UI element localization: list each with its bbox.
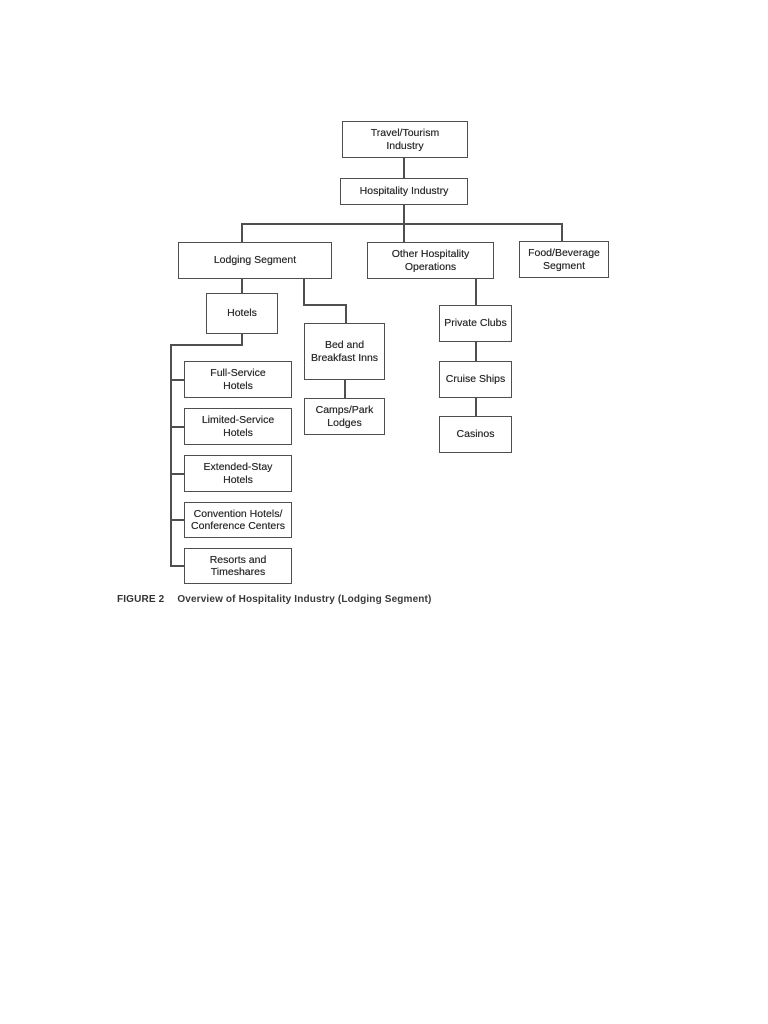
- node-label: Bed and Breakfast Inns: [310, 339, 379, 364]
- node-label: Convention Hotels/ Conference Centers: [191, 507, 285, 533]
- connector-bus-to-lodging: [241, 223, 243, 242]
- figure-caption: FIGURE 2 Overview of Hospitality Industr…: [117, 594, 432, 605]
- node-other-hospitality-operations: Other Hospitality Operations: [367, 242, 494, 279]
- connector-travel-to-hospitality: [403, 158, 405, 178]
- connector-bus-to-other-hospitality: [403, 223, 405, 242]
- connector-bbinns-to-camps: [344, 380, 346, 398]
- node-full-service-hotels: Full-Service Hotels: [184, 361, 292, 398]
- connector-stub-resorts: [170, 565, 184, 567]
- connector-tier3-bus: [241, 223, 563, 225]
- node-label: Extended-Stay Hotels: [203, 461, 273, 486]
- node-extended-stay-hotels: Extended-Stay Hotels: [184, 455, 292, 492]
- node-label: Casinos: [456, 428, 495, 441]
- node-label: Other Hospitality Operations: [391, 248, 470, 273]
- node-hospitality-industry: Hospitality Industry: [340, 178, 468, 205]
- connector-hotels-rail-top: [170, 344, 243, 346]
- connector-private-clubs-to-cruise-ships: [475, 342, 477, 361]
- connector-hotels-drop: [241, 334, 243, 345]
- figure-label: FIGURE 2: [117, 594, 165, 605]
- connector-bus-to-food-beverage: [561, 223, 563, 241]
- node-label: Resorts and Timeshares: [209, 553, 267, 579]
- node-limited-service-hotels: Limited-Service Hotels: [184, 408, 292, 445]
- connector-stub-extended-stay: [170, 473, 184, 475]
- connector-other-hospitality-to-private-clubs: [475, 279, 477, 305]
- connector-hotels-rail: [170, 344, 172, 567]
- node-casinos: Casinos: [439, 416, 512, 453]
- node-label: Full-Service Hotels: [210, 367, 266, 392]
- figure-title: Overview of Hospitality Industry (Lodgin…: [177, 594, 432, 605]
- connector-stub-full-service: [170, 379, 184, 381]
- connector-stub-convention: [170, 519, 184, 521]
- node-label: Private Clubs: [444, 317, 507, 330]
- connector-lodging-to-bbinns-elbow: [303, 304, 347, 306]
- node-label: Hospitality Industry: [359, 185, 449, 198]
- node-lodging-segment: Lodging Segment: [178, 242, 332, 279]
- node-label: Travel/Tourism Industry: [370, 127, 440, 152]
- node-label: Limited-Service Hotels: [201, 414, 275, 439]
- node-hotels: Hotels: [206, 293, 278, 334]
- connector-lodging-to-bbinns-entry: [345, 304, 347, 323]
- connector-cruise-ships-to-casinos: [475, 398, 477, 416]
- node-label: Camps/Park Lodges: [315, 404, 374, 429]
- node-bed-and-breakfast-inns: Bed and Breakfast Inns: [304, 323, 385, 380]
- connector-stub-limited-service: [170, 426, 184, 428]
- node-resorts-and-timeshares: Resorts and Timeshares: [184, 548, 292, 584]
- node-camps-park-lodges: Camps/Park Lodges: [304, 398, 385, 435]
- node-food-beverage-segment: Food/Beverage Segment: [519, 241, 609, 278]
- node-label: Lodging Segment: [213, 254, 297, 267]
- node-label: Food/Beverage Segment: [528, 247, 600, 272]
- node-label: Hotels: [227, 307, 257, 320]
- connector-lodging-to-bbinns-drop: [303, 279, 305, 305]
- node-label: Cruise Ships: [445, 373, 506, 386]
- connector-hospitality-to-bus: [403, 204, 405, 223]
- node-travel-tourism-industry: Travel/Tourism Industry: [342, 121, 468, 158]
- node-private-clubs: Private Clubs: [439, 305, 512, 342]
- node-cruise-ships: Cruise Ships: [439, 361, 512, 398]
- connector-lodging-to-hotels: [241, 279, 243, 293]
- node-convention-hotels-conference-centers: Convention Hotels/ Conference Centers: [184, 502, 292, 538]
